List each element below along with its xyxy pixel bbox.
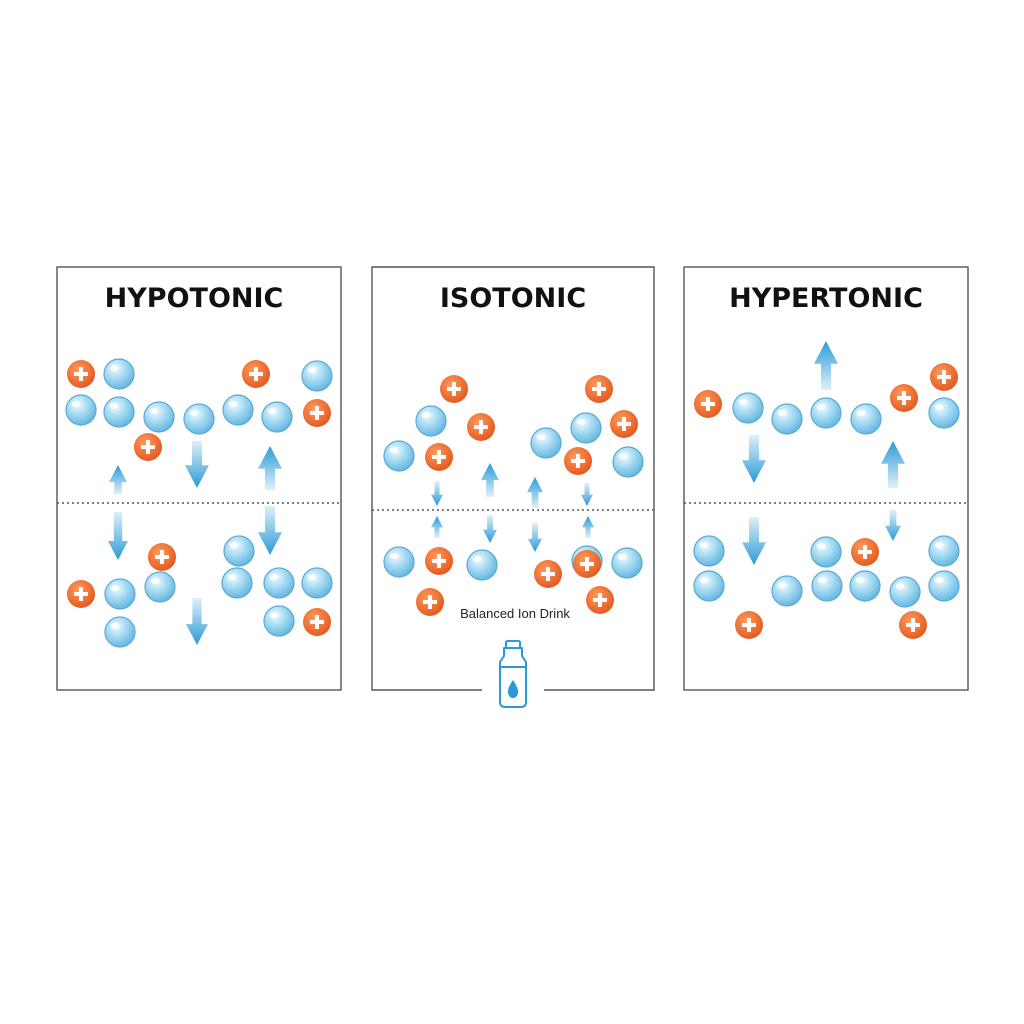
plus-ion-icon (899, 611, 927, 639)
flow-arrow-up-icon (814, 341, 838, 390)
flow-arrow-down-icon (258, 506, 282, 555)
plus-ion-icon (67, 360, 95, 388)
water-molecule-icon (222, 568, 252, 598)
water-molecule-icon (733, 393, 763, 423)
flow-arrow-down-icon (431, 481, 443, 506)
plus-ion-icon (416, 588, 444, 616)
flow-arrow-down-icon (742, 517, 766, 565)
water-molecule-icon (850, 571, 880, 601)
flow-arrow-down-icon (185, 441, 209, 488)
panel-isotonic: ISOTONIC Balanced Ion Drink (372, 267, 654, 707)
panel-title: HYPOTONIC (105, 283, 284, 314)
water-molecule-icon (104, 359, 134, 389)
flow-arrow-down-icon (186, 598, 208, 645)
water-molecule-icon (264, 606, 294, 636)
plus-ion-icon (303, 399, 331, 427)
flow-arrow-up-icon (258, 446, 282, 490)
water-molecule-icon (929, 398, 959, 428)
water-molecule-icon (929, 536, 959, 566)
flow-arrow-up-icon (881, 441, 905, 488)
flow-arrow-down-icon (742, 435, 766, 483)
water-molecule-icon (929, 571, 959, 601)
water-molecule-icon (302, 361, 332, 391)
plus-ion-icon (573, 550, 601, 578)
water-molecule-icon (772, 404, 802, 434)
flow-arrow-down-icon (483, 515, 497, 543)
plus-ion-icon (851, 538, 879, 566)
water-molecule-icon (467, 550, 497, 580)
plus-ion-icon (425, 547, 453, 575)
water-bottle-icon (500, 641, 526, 707)
plus-ion-icon (134, 433, 162, 461)
water-molecule-icon (302, 568, 332, 598)
panel-title: ISOTONIC (440, 283, 586, 314)
water-molecule-icon (416, 406, 446, 436)
plus-ion-icon (148, 543, 176, 571)
plus-ion-icon (694, 390, 722, 418)
plus-ion-icon (303, 608, 331, 636)
water-molecule-icon (772, 576, 802, 606)
water-molecule-icon (264, 568, 294, 598)
plus-ion-icon (585, 375, 613, 403)
plus-ion-icon (534, 560, 562, 588)
plus-ion-icon (586, 586, 614, 614)
water-molecule-icon (184, 404, 214, 434)
water-molecule-icon (144, 402, 174, 432)
water-molecule-icon (694, 571, 724, 601)
water-molecule-icon (384, 547, 414, 577)
plus-ion-icon (67, 580, 95, 608)
water-molecule-icon (105, 579, 135, 609)
flow-arrow-down-icon (885, 510, 901, 541)
water-molecule-icon (612, 548, 642, 578)
flow-arrow-up-icon (527, 477, 543, 508)
plus-ion-icon (467, 413, 495, 441)
water-molecule-icon (811, 537, 841, 567)
water-molecule-icon (104, 397, 134, 427)
panel-frame (372, 267, 654, 690)
plus-ion-icon (440, 375, 468, 403)
flow-arrow-up-icon (431, 516, 443, 538)
panel-hypertonic: HYPERTONIC (684, 267, 968, 690)
plus-ion-icon (735, 611, 763, 639)
water-molecule-icon (223, 395, 253, 425)
flow-arrow-up-icon (109, 465, 127, 494)
water-molecule-icon (613, 447, 643, 477)
flow-arrow-up-icon (582, 516, 594, 538)
flow-arrow-up-icon (481, 463, 499, 497)
flow-arrow-down-icon (528, 523, 542, 552)
water-molecule-icon (384, 441, 414, 471)
water-molecule-icon (105, 617, 135, 647)
water-molecule-icon (851, 404, 881, 434)
water-molecule-icon (66, 395, 96, 425)
water-molecule-icon (262, 402, 292, 432)
water-molecule-icon (531, 428, 561, 458)
water-molecule-icon (694, 536, 724, 566)
water-molecule-icon (571, 413, 601, 443)
plus-ion-icon (890, 384, 918, 412)
drink-caption: Balanced Ion Drink (460, 606, 570, 621)
particles-layer (384, 375, 643, 616)
plus-ion-icon (242, 360, 270, 388)
flow-arrow-down-icon (581, 483, 593, 506)
plus-ion-icon (425, 443, 453, 471)
water-molecule-icon (890, 577, 920, 607)
panel-hypotonic: HYPOTONIC (57, 267, 341, 690)
plus-ion-icon (610, 410, 638, 438)
plus-ion-icon (930, 363, 958, 391)
water-molecule-icon (145, 572, 175, 602)
water-molecule-icon (812, 571, 842, 601)
plus-ion-icon (564, 447, 592, 475)
particles-layer (694, 341, 959, 639)
panel-title: HYPERTONIC (729, 283, 923, 314)
flow-arrow-down-icon (108, 512, 128, 560)
water-molecule-icon (224, 536, 254, 566)
water-molecule-icon (811, 398, 841, 428)
